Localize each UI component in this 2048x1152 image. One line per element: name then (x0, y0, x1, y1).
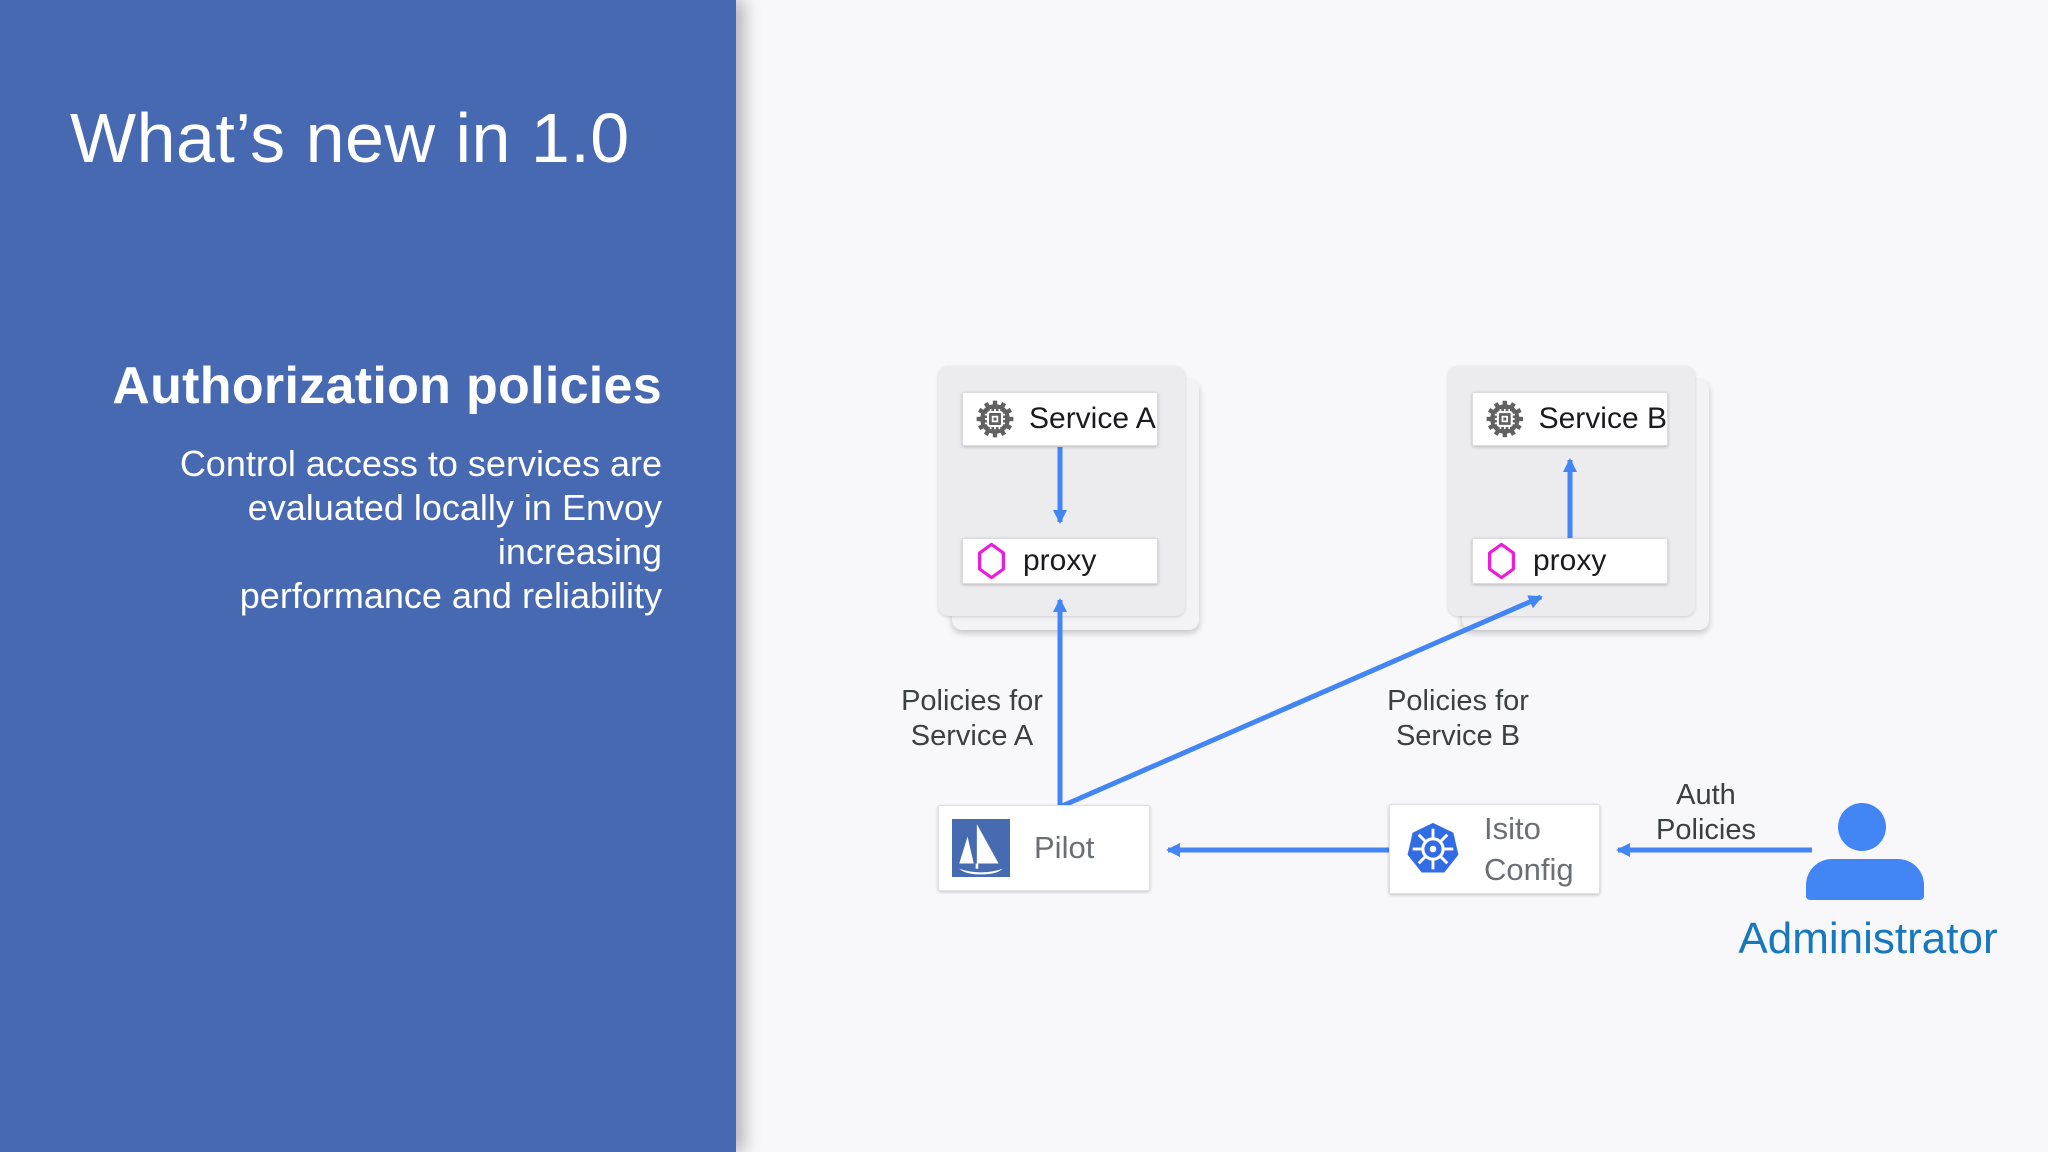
istio-config-line1: Isito (1484, 811, 1541, 846)
panel-text-block: Authorization policies Control access to… (90, 356, 662, 618)
service-b-node: Service B (1472, 392, 1668, 446)
kubernetes-wheel-icon (1407, 822, 1459, 873)
service-a-label: Service A (1029, 402, 1156, 435)
left-panel: What’s new in 1.0 Authorization policies… (0, 0, 736, 1152)
label-line: Service B (1395, 720, 1521, 752)
section-heading: Authorization policies (112, 357, 662, 415)
policies-for-service-b-label: Policies for Service B (1387, 684, 1529, 754)
istio-config-node: Isito Config (1389, 804, 1600, 894)
envoy-hexagon-icon (978, 542, 1005, 580)
proxy-a-node: proxy (962, 538, 1158, 584)
label-line: Policies (1656, 814, 1756, 846)
sailboat-icon (952, 819, 1010, 877)
chip-gear-icon (976, 400, 1014, 438)
label-line: Policies for (901, 685, 1043, 717)
istio-config-label: Isito Config (1484, 808, 1574, 890)
proxy-b-node: proxy (1472, 538, 1668, 584)
proxy-b-label: proxy (1533, 544, 1607, 577)
pilot-label: Pilot (1034, 830, 1095, 865)
slide-title: What’s new in 1.0 (70, 99, 630, 177)
person-icon (1838, 803, 1886, 851)
label-line: Service A (910, 720, 1034, 752)
proxy-a-label: proxy (1023, 544, 1097, 577)
service-a-node: Service A (962, 392, 1158, 446)
body-line: performance and reliability (239, 575, 662, 616)
pilot-node: Pilot (938, 805, 1150, 891)
chip-gear-icon (1486, 400, 1524, 438)
service-b-label: Service B (1538, 402, 1667, 435)
person-icon (1806, 859, 1924, 900)
section-body: Control access to services are evaluated… (90, 442, 662, 618)
label-line: Auth (1676, 779, 1736, 811)
body-line: evaluated locally in Envoy increasing (247, 487, 662, 572)
auth-policies-label: Auth Policies (1656, 778, 1756, 848)
label-line: Policies for (1387, 685, 1529, 717)
administrator-label: Administrator (1738, 914, 1998, 963)
policies-for-service-a-label: Policies for Service A (901, 684, 1043, 754)
body-line: Control access to services are (179, 443, 662, 484)
istio-config-line2: Config (1484, 852, 1574, 887)
envoy-hexagon-icon (1488, 542, 1515, 580)
